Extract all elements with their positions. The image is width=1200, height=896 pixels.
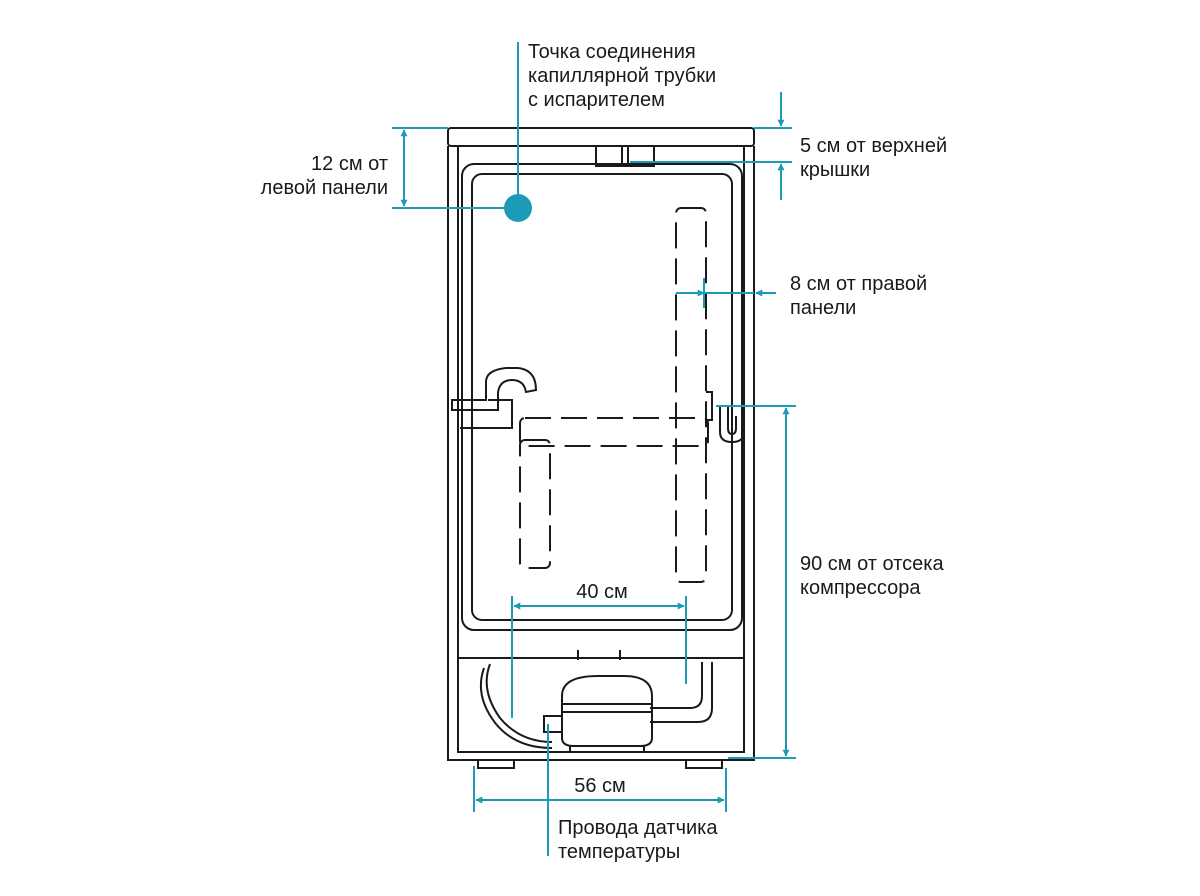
left-panel-label-line1: 12 см от — [311, 153, 388, 175]
top-cover — [447, 127, 755, 147]
vertical-pipe-left — [519, 439, 551, 569]
compressor-label: 90 см от отсека компрессора — [800, 552, 944, 600]
compressor-base — [569, 745, 645, 753]
joint-label-line1: Точка соединения — [528, 41, 696, 63]
tube-left — [485, 663, 553, 743]
joint-point — [504, 194, 532, 222]
annotations — [392, 42, 796, 856]
foot-right — [685, 759, 723, 769]
right-panel-label-line1: 8 см от правой — [790, 273, 928, 295]
compressor-assembly — [480, 662, 713, 753]
horizontal-pipe — [519, 417, 709, 447]
sensor-label-line1: Провода датчика — [558, 817, 718, 839]
sensor-label: Провода датчика температуры — [558, 816, 717, 864]
joint-label: Точка соединения капиллярной трубки с ис… — [528, 40, 716, 112]
left-panel-label: 12 см от левой панели — [240, 152, 388, 200]
joint-label-line3: с испарителем — [528, 89, 665, 111]
vertical-pipe-right — [675, 207, 707, 583]
foot-left — [477, 759, 515, 769]
cabinet — [447, 127, 755, 769]
compressor-label-line2: компрессора — [800, 577, 921, 599]
joint-label-line2: капиллярной трубки — [528, 65, 717, 87]
top-cover-label-line2: крышки — [800, 159, 871, 181]
tube-right — [650, 662, 703, 709]
hidden-piping — [519, 207, 709, 583]
evaporator-panel-outer — [461, 163, 743, 631]
top-bracket — [595, 145, 655, 167]
left-hook-bracket — [451, 367, 538, 429]
sensor-box — [543, 715, 563, 733]
inner-wall — [457, 146, 745, 753]
compressor-body — [561, 675, 653, 747]
pipe-stub-right — [706, 391, 713, 421]
right-panel-label: 8 см от правой панели — [790, 272, 927, 320]
left-panel-label-line2: левой панели — [260, 177, 388, 199]
sensor-label-line2: температуры — [558, 841, 681, 863]
right-hook — [719, 406, 745, 444]
compressor-label-line1: 90 см от отсека — [800, 553, 944, 575]
right-panel-label-line2: панели — [790, 297, 857, 319]
width-56-label: 56 см — [574, 775, 626, 797]
width-40-label: 40 см — [576, 581, 628, 603]
cabinet-outline — [447, 146, 755, 761]
evaporator-panel-inner — [471, 173, 733, 621]
top-cover-label: 5 см от верхней крышки — [800, 134, 947, 182]
top-cover-label-line1: 5 см от верхней — [800, 135, 948, 157]
